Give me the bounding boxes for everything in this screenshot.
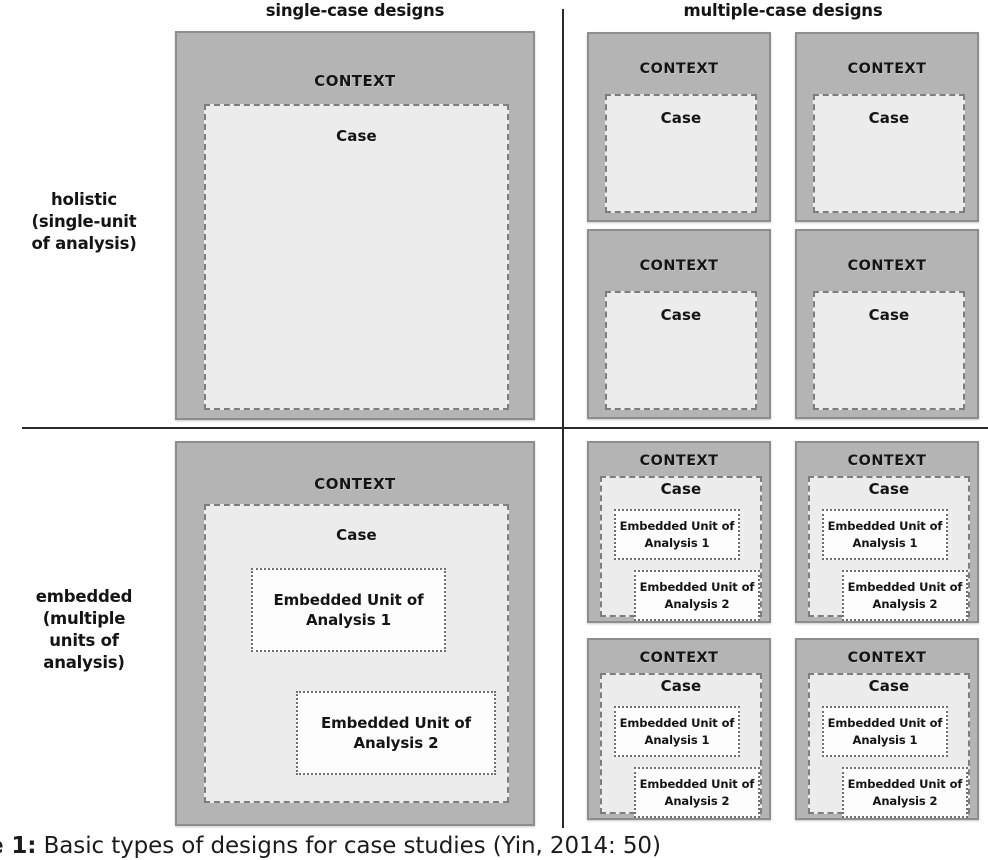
embedded-unit-box-2: Embedded Unit of Analysis 2 [634,570,760,621]
figure-caption-text: Basic types of designs for case studies … [36,833,661,859]
context-box-multiple-embedded-2: CONTEXT Case Embedded Unit of Analysis 1… [795,441,979,623]
context-label: CONTEXT [847,258,927,274]
embedded-unit-label-2: Embedded Unit of Analysis 2 [640,776,755,808]
embedded-unit-label-2: Embedded Unit of Analysis 2 [640,579,755,611]
divider-horizontal [22,427,988,429]
row-label-embedded-line1: embedded [35,587,133,606]
context-box-single-embedded: CONTEXT Case Embedded Unit of Analysis 1… [175,441,535,826]
case-label: Case [868,306,910,324]
divider-vertical [562,9,564,828]
embedded-unit-label-2-line2: Analysis 2 [664,793,730,808]
case-box-multiple-embedded-2: Case Embedded Unit of Analysis 1 Embedde… [808,476,970,621]
embedded-unit-box-1: Embedded Unit of Analysis 1 [822,509,948,560]
embedded-unit-label-1-line2: Analysis 1 [852,535,918,550]
row-label-embedded-line3: units of [49,630,119,650]
case-box-single-embedded: Case Embedded Unit of Analysis 1 Embedde… [204,504,509,803]
embedded-unit-box-2: Embedded Unit of Analysis 2 [634,767,760,818]
case-label: Case [868,109,910,127]
context-box-single-holistic: CONTEXT Case [175,31,535,420]
case-label: Case [336,127,377,145]
embedded-unit-label-1-line1: Embedded Unit of [273,590,424,609]
case-box-multiple-holistic-2: Case [813,94,965,213]
case-box-multiple-embedded-3: Case Embedded Unit of Analysis 1 Embedde… [600,673,762,818]
context-box-multiple-holistic-2: CONTEXT Case [795,32,979,222]
row-label-embedded-line2: (multiple [42,608,126,628]
embedded-unit-label-1-line1: Embedded Unit of [827,519,943,534]
case-box-multiple-holistic-4: Case [813,291,965,410]
embedded-unit-box-2: Embedded Unit of Analysis 2 [296,691,496,775]
embedded-unit-label-1: Embedded Unit of Analysis 1 [273,590,423,631]
embedded-unit-label-2-line1: Embedded Unit of [639,580,755,595]
context-label: CONTEXT [847,453,927,469]
context-label: CONTEXT [639,258,719,274]
column-header-single-case: single-case designs [265,1,445,20]
case-box-multiple-holistic-1: Case [605,94,757,213]
row-label-embedded-line4: analysis) [43,652,125,672]
embedded-unit-label-2-line2: Analysis 2 [353,734,439,752]
embedded-unit-label-2-line1: Embedded Unit of [847,580,963,595]
embedded-unit-label-2-line2: Analysis 2 [664,596,730,611]
context-label: CONTEXT [847,650,927,666]
case-box-single-holistic: Case [204,104,509,410]
context-label: CONTEXT [639,650,719,666]
case-label: Case [336,526,377,544]
case-box-multiple-holistic-3: Case [605,291,757,410]
context-box-multiple-holistic-4: CONTEXT Case [795,229,979,419]
context-label: CONTEXT [639,61,719,77]
row-label-holistic-line1: holistic [51,190,117,209]
embedded-unit-label-2: Embedded Unit of Analysis 2 [848,776,963,808]
embedded-unit-label-2-line1: Embedded Unit of [847,777,963,792]
embedded-unit-label-2-line1: Embedded Unit of [639,777,755,792]
embedded-unit-label-2: Embedded Unit of Analysis 2 [848,579,963,611]
embedded-unit-label-1-line1: Embedded Unit of [619,716,735,731]
context-box-multiple-holistic-1: CONTEXT Case [587,32,771,222]
embedded-unit-box-2: Embedded Unit of Analysis 2 [842,767,968,818]
case-label: Case [660,306,702,324]
embedded-unit-label-1: Embedded Unit of Analysis 1 [828,715,943,747]
context-label: CONTEXT [314,72,396,90]
embedded-unit-box-1: Embedded Unit of Analysis 1 [614,706,740,757]
embedded-unit-label-1-line2: Analysis 1 [644,732,710,747]
case-label: Case [660,109,702,127]
context-label: CONTEXT [314,475,396,493]
context-label: CONTEXT [847,61,927,77]
embedded-unit-box-2: Embedded Unit of Analysis 2 [842,570,968,621]
embedded-unit-box-1: Embedded Unit of Analysis 1 [251,568,446,652]
context-box-multiple-embedded-3: CONTEXT Case Embedded Unit of Analysis 1… [587,638,771,820]
figure-caption-number: e 1: [0,833,37,859]
context-label: CONTEXT [639,453,719,469]
embedded-unit-label-1: Embedded Unit of Analysis 1 [620,715,735,747]
row-label-holistic-line2: (single-unit [31,211,137,231]
case-box-multiple-embedded-1: Case Embedded Unit of Analysis 1 Embedde… [600,476,762,621]
embedded-unit-label-2-line1: Embedded Unit of [320,713,472,732]
embedded-unit-label-2: Embedded Unit of Analysis 2 [321,713,471,754]
embedded-unit-box-1: Embedded Unit of Analysis 1 [614,509,740,560]
embedded-unit-label-1-line2: Analysis 1 [306,611,391,629]
embedded-unit-label-1-line1: Embedded Unit of [827,716,943,731]
embedded-unit-label-1-line2: Analysis 1 [852,732,918,747]
context-box-multiple-embedded-4: CONTEXT Case Embedded Unit of Analysis 1… [795,638,979,820]
embedded-unit-label-2-line2: Analysis 2 [872,596,938,611]
context-box-multiple-embedded-1: CONTEXT Case Embedded Unit of Analysis 1… [587,441,771,623]
column-header-multiple-case: multiple-case designs [683,1,883,20]
embedded-unit-box-1: Embedded Unit of Analysis 1 [822,706,948,757]
embedded-unit-label-1: Embedded Unit of Analysis 1 [828,518,943,550]
context-box-multiple-holistic-3: CONTEXT Case [587,229,771,419]
embedded-unit-label-2-line2: Analysis 2 [872,793,938,808]
case-label: Case [868,480,910,498]
figure-caption: e 1: Basic types of designs for case stu… [0,833,661,859]
case-label: Case [660,677,702,695]
embedded-unit-label-1: Embedded Unit of Analysis 1 [620,518,735,550]
embedded-unit-label-1-line2: Analysis 1 [644,535,710,550]
case-label: Case [868,677,910,695]
case-label: Case [660,480,702,498]
embedded-unit-label-1-line1: Embedded Unit of [619,519,735,534]
row-label-holistic: holistic (single-unit of analysis) [0,189,168,255]
row-label-holistic-line3: of analysis) [31,233,137,253]
case-box-multiple-embedded-4: Case Embedded Unit of Analysis 1 Embedde… [808,673,970,818]
row-label-embedded: embedded (multiple units of analysis) [0,586,168,674]
